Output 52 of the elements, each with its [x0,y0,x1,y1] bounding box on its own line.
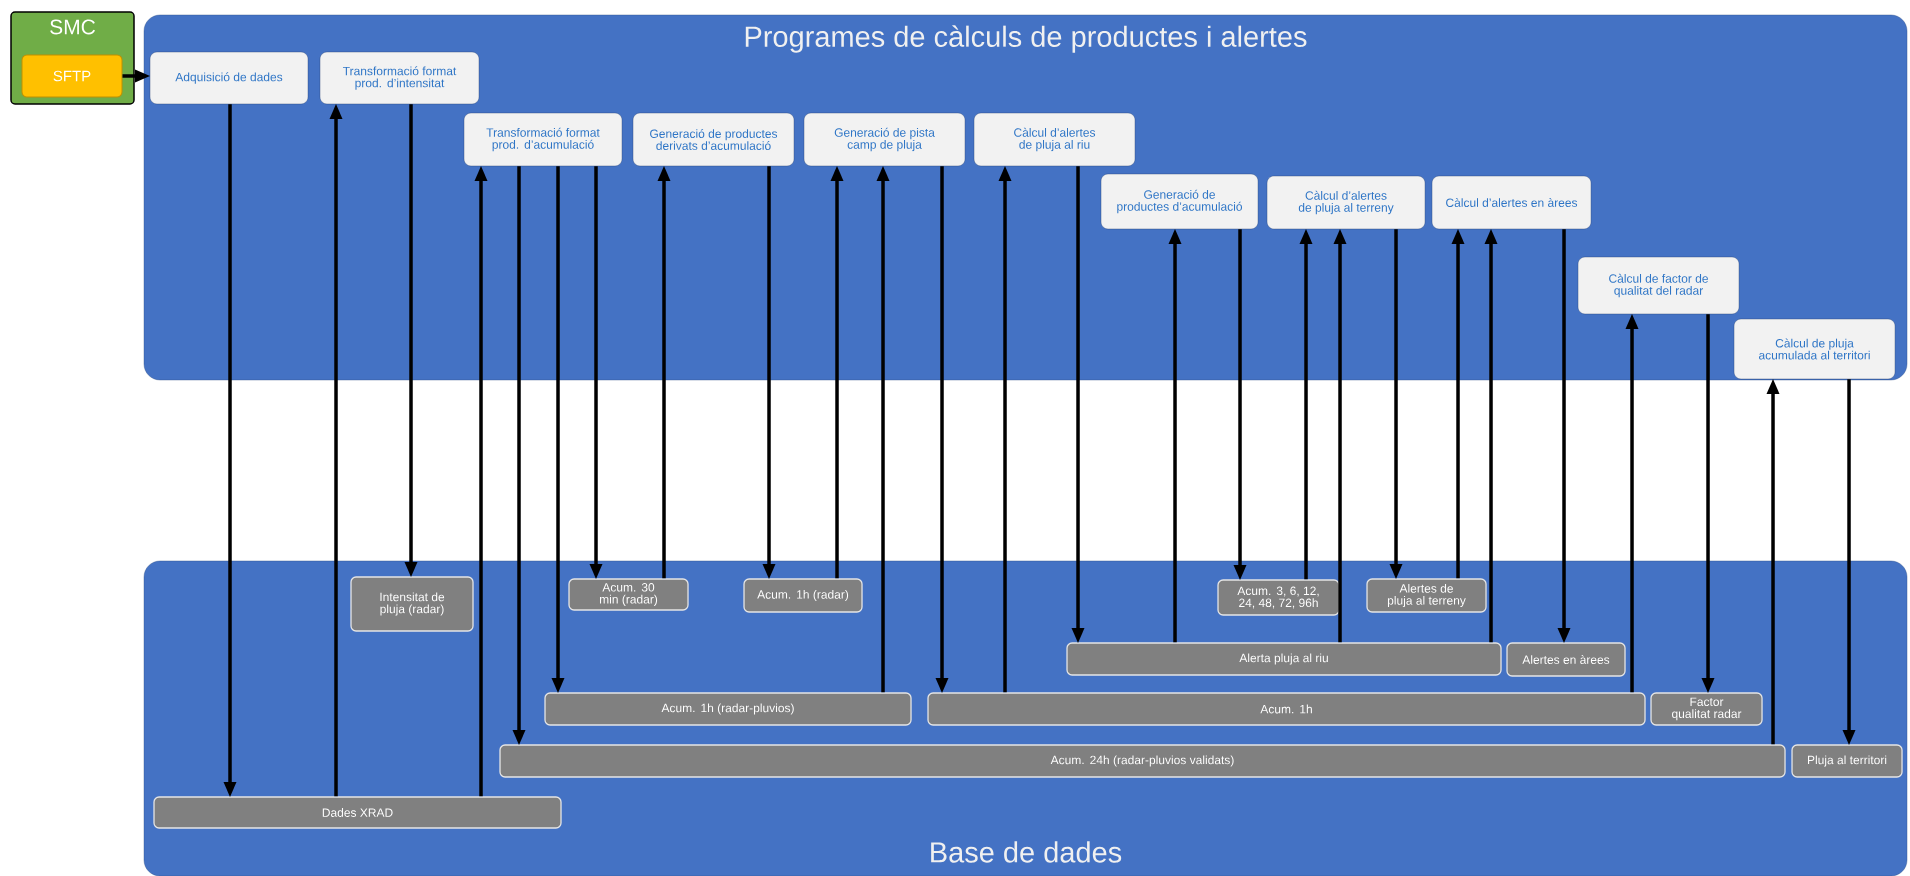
arrow [329,104,343,797]
data-box: Acum. 30 min (radar) [568,578,689,611]
arrow [1168,229,1182,643]
data-box: Acum. 24h (radar-pluvios validats) [499,744,1786,778]
arrow [762,166,776,579]
arrow [876,166,890,693]
process-box: Càlcul d’alertes en àrees [1431,175,1592,230]
arrow [1071,166,1085,643]
data-box: Pluja al territori [1791,744,1903,778]
arrow [223,104,237,797]
arrow [1701,314,1715,693]
arrow [589,166,603,579]
process-box: Transformació format prod. d’intensitat [319,51,480,105]
process-box: Càlcul de pluja acumulada al territori [1733,318,1896,380]
data-box: Alertes en àrees [1506,642,1626,677]
process-box: Càlcul d’alertes de pluja al riu [973,112,1136,167]
arrow [1451,229,1465,579]
arrow [1233,229,1247,580]
data-box: Intensitat de pluja (radar) [350,576,474,632]
arrow [1299,229,1313,580]
arrow [1484,229,1498,643]
process-box: Generació de productes derivats d’acumulació [632,112,795,167]
data-box: Acum. 1h (radar-pluvios) [544,692,912,726]
arrow [1333,229,1347,643]
data-box: Acum. 1h [927,692,1646,726]
arrow [404,104,418,577]
arrow [474,166,488,797]
data-box: Alertes de pluja al terreny [1366,578,1487,613]
process-box: Generació de productes d’acumulació [1100,173,1259,230]
arrow [998,166,1012,693]
arrow [512,166,526,745]
data-box: Acum. 1h (radar) [743,578,863,613]
process-box: Generació de pista camp de pluja [803,112,966,167]
arrow [1766,379,1780,745]
arrow [1557,229,1571,643]
data-box: Factor qualitat radar [1650,692,1763,726]
arrow [1389,229,1403,579]
arrow [1842,379,1856,745]
arrow [935,166,949,693]
process-box: Càlcul de factor de qualitat del radar [1577,256,1740,315]
server-box: SFTP [21,54,123,98]
data-box: Acum. 3, 6, 12, 24, 48, 72, 96h [1217,579,1340,616]
arrow [122,69,150,83]
process-box: Transformació format prod. d’acumulació [463,112,623,167]
arrow [551,166,565,693]
arrow [657,166,671,579]
arrow [830,166,844,579]
arrow [1625,314,1639,693]
process-box: Adquisició de dades [149,51,309,105]
data-box: Dades XRAD [153,796,562,829]
data-box: Alerta pluja al riu [1066,642,1502,676]
process-box: Càlcul d’alertes de pluja al terreny [1266,175,1426,230]
